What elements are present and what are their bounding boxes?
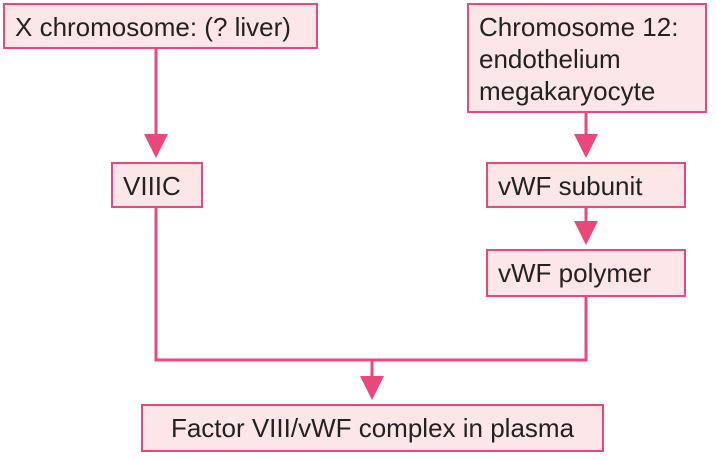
node-x-chromosome: X chromosome: (? liver) bbox=[3, 3, 318, 49]
node-chromosome-12-line2: endothelium bbox=[479, 44, 621, 74]
node-chromosome-12: Chromosome 12: endothelium megakaryocyte bbox=[467, 3, 707, 113]
node-vwf-subunit: vWF subunit bbox=[486, 162, 686, 208]
node-vwf-polymer-label: vWF polymer bbox=[498, 258, 652, 288]
node-vwf-subunit-label: vWF subunit bbox=[498, 171, 643, 201]
node-chromosome-12-line3: megakaryocyte bbox=[479, 76, 656, 106]
node-viiic: VIIIC bbox=[111, 162, 203, 208]
node-factor-viii-vwf-complex: Factor VIII/vWF complex in plasma bbox=[141, 404, 604, 452]
node-factor-viii-vwf-complex-label: Factor VIII/vWF complex in plasma bbox=[170, 413, 575, 443]
node-viiic-label: VIIIC bbox=[123, 171, 181, 201]
node-vwf-polymer: vWF polymer bbox=[486, 249, 686, 297]
node-chromosome-12-line1: Chromosome 12: bbox=[479, 12, 679, 42]
node-x-chromosome-label: X chromosome: (? liver) bbox=[15, 12, 291, 42]
